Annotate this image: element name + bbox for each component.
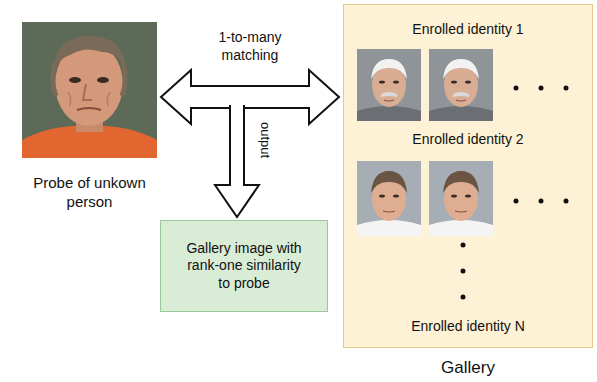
probe-photo-box: Probe of unkown person bbox=[22, 22, 157, 158]
gallery-title: Gallery bbox=[343, 357, 593, 378]
gallery-photos bbox=[344, 5, 594, 349]
output-arrow bbox=[215, 105, 259, 217]
identity-heading: Enrolled identity 1 bbox=[344, 21, 592, 39]
gallery-panel: Enrolled identity 1 Enrolled identity 2 En… bbox=[343, 4, 593, 348]
probe-photo bbox=[22, 22, 157, 158]
output-box: Gallery image with rank-one similarity t… bbox=[160, 220, 328, 312]
output-text: Gallery image with rank-one similarity t… bbox=[181, 240, 307, 293]
edge-label: 1-to-many matching bbox=[195, 29, 305, 64]
output-label: output bbox=[257, 122, 273, 158]
double-arrow bbox=[161, 70, 339, 124]
probe-caption: Probe of unkown person bbox=[15, 174, 165, 212]
identity-heading: Enrolled identity 2 bbox=[344, 131, 592, 149]
identity-heading: Enrolled identity N bbox=[344, 318, 592, 336]
